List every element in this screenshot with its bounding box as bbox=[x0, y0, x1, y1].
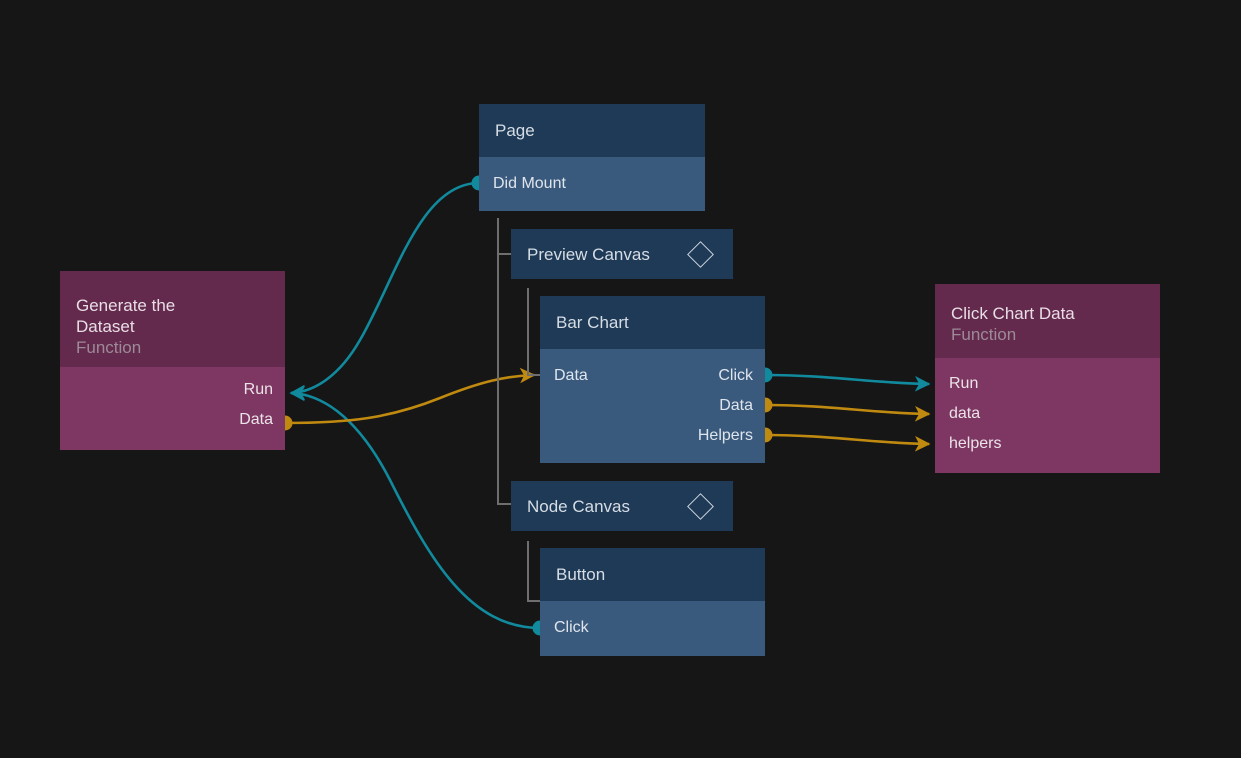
port-label-generate-data: Data bbox=[239, 411, 273, 428]
port-label-bar-chart-data-out: Data bbox=[719, 397, 753, 414]
port-label-button-click: Click bbox=[554, 619, 589, 636]
port-click-chart-run[interactable]: Run bbox=[949, 375, 978, 393]
node-title-button: Button bbox=[556, 565, 606, 584]
node-subtitle-generate-the-dataset: Function bbox=[76, 338, 142, 357]
wire-generate-data-to-barchart-data bbox=[277, 367, 536, 431]
node-title-node-canvas: Node Canvas bbox=[527, 496, 631, 516]
diamond-icon[interactable] bbox=[687, 492, 714, 520]
port-generate-run[interactable]: Run bbox=[244, 381, 273, 399]
tree-trunk-node-canvas bbox=[527, 541, 529, 601]
node-bar-chart[interactable]: Bar Chart Data Click Data Helpers bbox=[540, 296, 765, 463]
node-click-chart-data[interactable]: Click Chart Data Function Run data helpe… bbox=[935, 284, 1160, 473]
wire-barchart-click-to-clickchart-run bbox=[757, 367, 931, 392]
node-generate-the-dataset[interactable]: Generate the Dataset Function Run Data bbox=[60, 271, 285, 450]
node-header-click-chart-data: Click Chart Data Function bbox=[935, 284, 1160, 358]
node-body-generate-the-dataset: Run Data bbox=[60, 367, 285, 450]
node-body-bar-chart: Data Click Data Helpers bbox=[540, 349, 765, 463]
tree-stub-preview-canvas bbox=[497, 253, 511, 255]
port-button-click[interactable]: Click bbox=[554, 619, 589, 637]
port-click-chart-data[interactable]: data bbox=[949, 405, 980, 423]
tree-stub-node-canvas bbox=[497, 503, 511, 505]
node-body-button: Click bbox=[540, 601, 765, 656]
node-button[interactable]: Button Click bbox=[540, 548, 765, 656]
tree-trunk-preview-canvas bbox=[527, 288, 529, 375]
node-body-page: Did Mount bbox=[479, 157, 705, 211]
port-bar-chart-data-out[interactable]: Data bbox=[719, 397, 753, 415]
port-label-bar-chart-data-in: Data bbox=[554, 367, 588, 384]
node-preview-canvas[interactable]: Preview Canvas bbox=[511, 229, 733, 279]
node-title-page: Page bbox=[495, 121, 535, 140]
node-title-bar-chart: Bar Chart bbox=[556, 313, 629, 332]
port-label-click-chart-helpers: helpers bbox=[949, 435, 1002, 452]
tree-stub-bar-chart bbox=[527, 374, 541, 376]
tree-trunk-page bbox=[497, 218, 499, 503]
tree-stub-button bbox=[527, 600, 541, 602]
node-header-button: Button bbox=[540, 548, 765, 601]
node-page[interactable]: Page Did Mount bbox=[479, 104, 705, 211]
node-node-canvas[interactable]: Node Canvas bbox=[511, 481, 733, 531]
node-header-bar-chart: Bar Chart bbox=[540, 296, 765, 349]
port-label-generate-run: Run bbox=[243, 381, 273, 398]
port-label-bar-chart-helpers: Helpers bbox=[697, 427, 753, 444]
port-bar-chart-click[interactable]: Click bbox=[718, 367, 753, 385]
port-generate-data[interactable]: Data bbox=[239, 411, 273, 429]
port-label-bar-chart-click: Click bbox=[718, 367, 753, 384]
port-label-click-chart-data: data bbox=[949, 405, 981, 422]
node-header-node-canvas: Node Canvas bbox=[511, 481, 733, 531]
node-title-generate-the-dataset: Generate the Dataset bbox=[76, 296, 176, 336]
wire-page-didmount-to-generate-run bbox=[289, 175, 487, 401]
node-header-page: Page bbox=[479, 104, 705, 157]
node-subtitle-click-chart-data: Function bbox=[951, 325, 1017, 344]
wire-button-click-to-generate-run bbox=[289, 385, 548, 636]
port-bar-chart-helpers[interactable]: Helpers bbox=[698, 427, 753, 445]
node-header-preview-canvas: Preview Canvas bbox=[511, 229, 733, 279]
wire-barchart-data-to-clickchart-data bbox=[757, 397, 931, 422]
port-bar-chart-data-in[interactable]: Data bbox=[554, 367, 588, 385]
port-label-page-did-mount: Did Mount bbox=[493, 175, 566, 192]
node-title-click-chart-data: Click Chart Data bbox=[951, 304, 1075, 323]
wire-barchart-helpers-to-clickchart-helpers bbox=[757, 427, 931, 452]
port-click-chart-helpers[interactable]: helpers bbox=[949, 435, 1001, 453]
diamond-icon[interactable] bbox=[687, 240, 714, 268]
node-title-preview-canvas: Preview Canvas bbox=[527, 244, 650, 264]
node-body-click-chart-data: Run data helpers bbox=[935, 358, 1160, 473]
node-header-generate-the-dataset: Generate the Dataset Function bbox=[60, 271, 285, 367]
port-page-did-mount[interactable]: Did Mount bbox=[493, 175, 566, 193]
port-label-click-chart-run: Run bbox=[949, 375, 979, 392]
